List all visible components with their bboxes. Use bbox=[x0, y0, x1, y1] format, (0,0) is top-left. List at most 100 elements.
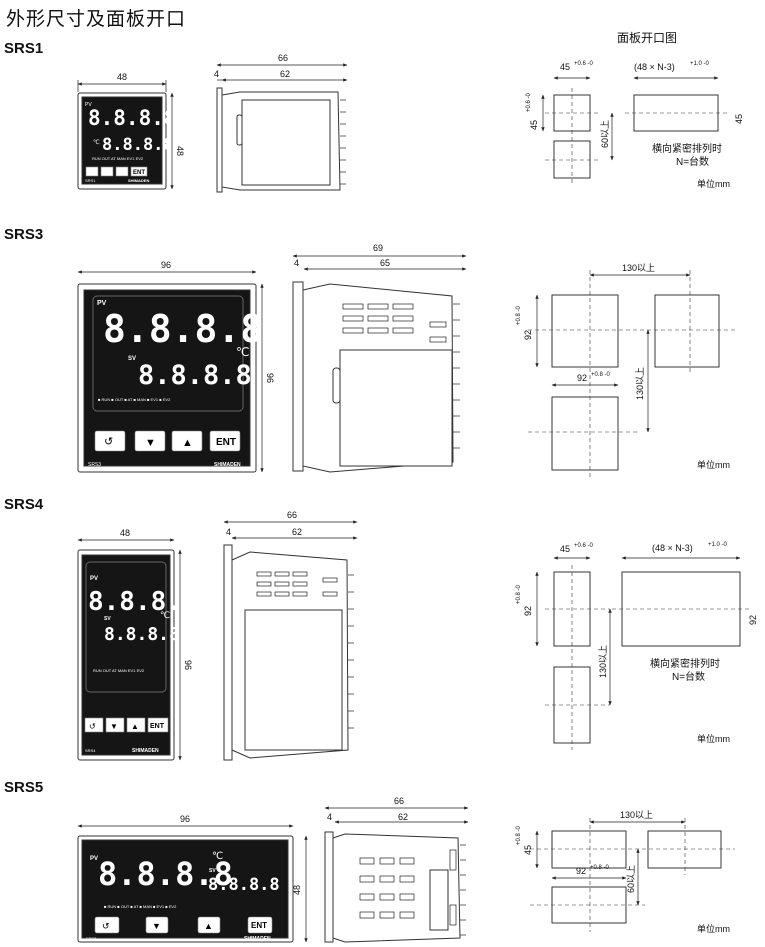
svg-text:SRS4: SRS4 bbox=[85, 748, 96, 753]
srs1-gang-note: 横向紧密排列时 bbox=[652, 142, 722, 155]
svg-text:4: 4 bbox=[214, 69, 219, 79]
svg-text:66: 66 bbox=[278, 53, 288, 63]
svg-text:69: 69 bbox=[373, 243, 383, 253]
svg-text:4: 4 bbox=[294, 258, 299, 268]
svg-text:PV: PV bbox=[90, 856, 98, 862]
svg-text:130以上: 130以上 bbox=[622, 263, 655, 273]
svg-text:℃: ℃ bbox=[93, 139, 100, 146]
svg-text:66: 66 bbox=[287, 510, 297, 520]
svg-text:45: 45 bbox=[560, 62, 570, 72]
svg-text:ENT: ENT bbox=[216, 437, 236, 448]
svg-text:8.8.8.8: 8.8.8.8 bbox=[88, 587, 198, 617]
svg-text:单位mm: 单位mm bbox=[697, 923, 730, 934]
svg-text:▼: ▼ bbox=[145, 437, 156, 449]
svg-text:+0.6 -0: +0.6 -0 bbox=[526, 92, 532, 112]
svg-text:(48 × N-3): (48 × N-3) bbox=[652, 543, 693, 553]
svg-text:92: 92 bbox=[523, 606, 533, 616]
svg-text:▲: ▲ bbox=[204, 921, 213, 931]
svg-text:+1.0 -0: +1.0 -0 bbox=[690, 61, 710, 67]
svg-text:8.8.8.8: 8.8.8.8 bbox=[103, 307, 263, 351]
svg-text:℃: ℃ bbox=[236, 345, 249, 359]
svg-text:PV: PV bbox=[97, 300, 107, 307]
svg-text:8.8.8.8: 8.8.8.8 bbox=[104, 624, 180, 645]
srs5-side-view: 66 4 62 bbox=[324, 796, 469, 943]
srs3-panel-cutout: 130以上 92 +0.8 -0 92 +0.8 -0 130以上 单位mm bbox=[516, 263, 735, 480]
svg-text:℃: ℃ bbox=[212, 851, 223, 862]
svg-text:+0.6 -0: +0.6 -0 bbox=[574, 61, 594, 67]
svg-text:48: 48 bbox=[292, 885, 302, 895]
svg-text:(48 × N-3): (48 × N-3) bbox=[634, 62, 675, 72]
svg-text:SRS5: SRS5 bbox=[86, 936, 97, 941]
model-label-srs1: SRS1 bbox=[4, 40, 44, 57]
svg-text:62: 62 bbox=[292, 527, 302, 537]
svg-text:SHIMADEN: SHIMADEN bbox=[128, 178, 149, 183]
svg-text:+0.8 -0: +0.8 -0 bbox=[516, 305, 522, 325]
svg-text:N=台数: N=台数 bbox=[672, 670, 705, 683]
svg-text:SHIMADEN: SHIMADEN bbox=[244, 936, 271, 942]
svg-text:+0.8 -0: +0.8 -0 bbox=[590, 865, 610, 871]
svg-text:+0.6 -0: +0.6 -0 bbox=[574, 543, 594, 549]
svg-text:45: 45 bbox=[560, 544, 570, 554]
svg-text:8.8.8.8: 8.8.8.8 bbox=[138, 360, 252, 391]
svg-text:SV: SV bbox=[104, 616, 111, 622]
svg-text:92: 92 bbox=[748, 615, 758, 625]
svg-text:SHIMADEN: SHIMADEN bbox=[132, 748, 159, 754]
svg-text:SRS3: SRS3 bbox=[88, 462, 101, 468]
svg-text:8.8.8.8: 8.8.8.8 bbox=[98, 855, 233, 893]
srs1-panel-cutout: 45 +0.6 -0 45 +0.6 -0 60以上 (48 × N-3) +1… bbox=[526, 61, 744, 189]
svg-text:单位mm: 单位mm bbox=[697, 459, 730, 470]
svg-text:66: 66 bbox=[394, 796, 404, 806]
svg-text:45: 45 bbox=[529, 120, 539, 130]
svg-text:62: 62 bbox=[280, 69, 290, 79]
svg-text:↺: ↺ bbox=[102, 921, 110, 931]
svg-text:130以上: 130以上 bbox=[620, 810, 653, 820]
svg-text:8.8.8.8: 8.8.8.8 bbox=[208, 875, 280, 895]
srs3-front-view: 96 PV 8.8.8.8 SV ℃ 8.8.8.8 ■ RUN ■ OUT ■… bbox=[77, 260, 275, 473]
svg-text:横向紧密排列时: 横向紧密排列时 bbox=[650, 657, 720, 670]
svg-text:+0.8 -0: +0.8 -0 bbox=[591, 372, 611, 378]
srs4-front-view: 48 PV 8.8.8.8 SV ℃ 8.8.8.8 RUN OUT AT MA… bbox=[77, 528, 198, 761]
svg-text:60以上: 60以上 bbox=[600, 120, 610, 148]
svg-text:96: 96 bbox=[265, 373, 275, 383]
svg-text:4: 4 bbox=[226, 527, 231, 537]
svg-text:96: 96 bbox=[161, 260, 171, 270]
svg-text:SV: SV bbox=[209, 868, 216, 874]
svg-text:130以上: 130以上 bbox=[635, 367, 645, 400]
svg-text:92: 92 bbox=[577, 373, 587, 383]
svg-text:↺: ↺ bbox=[104, 436, 113, 448]
panel-cutout-title: 面板开口图 bbox=[617, 31, 677, 45]
svg-text:↺: ↺ bbox=[89, 722, 96, 731]
svg-text:单位mm: 单位mm bbox=[697, 733, 730, 744]
svg-text:RUN OUT AT MAN EV1 EV2: RUN OUT AT MAN EV1 EV2 bbox=[92, 156, 144, 161]
svg-text:62: 62 bbox=[398, 812, 408, 822]
svg-text:92: 92 bbox=[523, 330, 533, 340]
svg-text:■ RUN ■ OUT ■ AT ■ MAN: ■ RUN ■ OUT ■ AT ■ MAN ■ EV1 ■ EV2 bbox=[98, 397, 171, 402]
svg-text:PV: PV bbox=[85, 102, 92, 108]
model-label-srs4: SRS4 bbox=[4, 496, 44, 513]
srs3-side-view: 69 4 65 bbox=[292, 243, 467, 473]
page-title: 外形尺寸及面板开口 bbox=[6, 8, 187, 30]
svg-text:▼: ▼ bbox=[110, 722, 118, 731]
srs1-n-note: N=台数 bbox=[676, 155, 709, 168]
svg-text:▼: ▼ bbox=[152, 921, 161, 931]
svg-text:▲: ▲ bbox=[182, 437, 193, 449]
svg-text:45: 45 bbox=[523, 845, 533, 855]
svg-text:SHIMADEN: SHIMADEN bbox=[214, 462, 241, 468]
srs5-panel-cutout: 130以上 45 +0.8 -0 92 +0.8 -0 60以上 单位mm bbox=[516, 810, 735, 934]
svg-text:SV: SV bbox=[128, 356, 136, 362]
srs1-front-view: 48 PV 8.8.8.8 ℃ 8.8.8.8 RUN OUT AT MAN E… bbox=[77, 72, 185, 190]
svg-text:+0.8 -0: +0.8 -0 bbox=[516, 825, 522, 845]
svg-text:ENT: ENT bbox=[150, 723, 165, 730]
svg-text:+1.0 -0: +1.0 -0 bbox=[708, 542, 728, 548]
svg-text:60以上: 60以上 bbox=[626, 865, 636, 893]
svg-text:4: 4 bbox=[327, 812, 332, 822]
svg-text:▲: ▲ bbox=[131, 722, 139, 731]
srs1-height-dim: 48 bbox=[175, 146, 185, 156]
svg-text:92: 92 bbox=[576, 866, 586, 876]
svg-text:8.8.8.8: 8.8.8.8 bbox=[88, 106, 177, 130]
srs5-front-view: 96 PV 8.8.8.8 ℃ SV 8.8.8.8 ■ RUN ■ OUT ■… bbox=[77, 814, 308, 943]
svg-text:+0.8 -0: +0.8 -0 bbox=[516, 584, 522, 604]
srs1-side-view: 66 4 62 bbox=[214, 53, 348, 193]
model-label-srs3: SRS3 bbox=[4, 226, 44, 243]
